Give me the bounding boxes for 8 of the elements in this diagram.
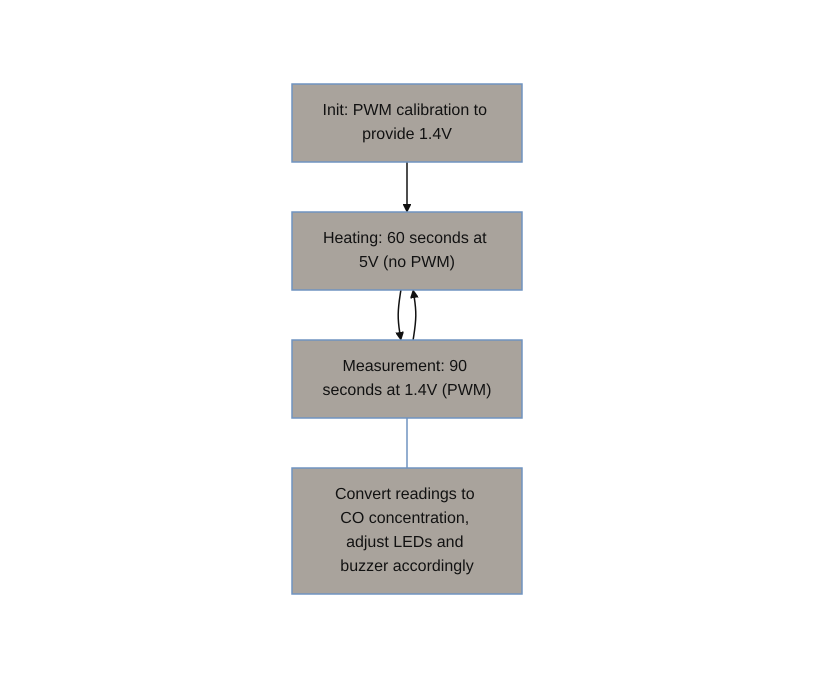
node-box: Heating: 60 seconds at 5V (no PWM)	[291, 210, 523, 290]
connector	[406, 418, 408, 468]
arrow	[402, 162, 412, 212]
node-box: Init: PWM calibration to provide 1.4V	[291, 82, 523, 162]
arrow	[410, 289, 419, 340]
node-box: Measurement: 90 seconds at 1.4V (PWM)	[291, 338, 523, 418]
node-box: Convert readings to CO concentration, adjust LEDs and buzzer accordingly	[291, 466, 523, 594]
arrow	[395, 289, 404, 340]
